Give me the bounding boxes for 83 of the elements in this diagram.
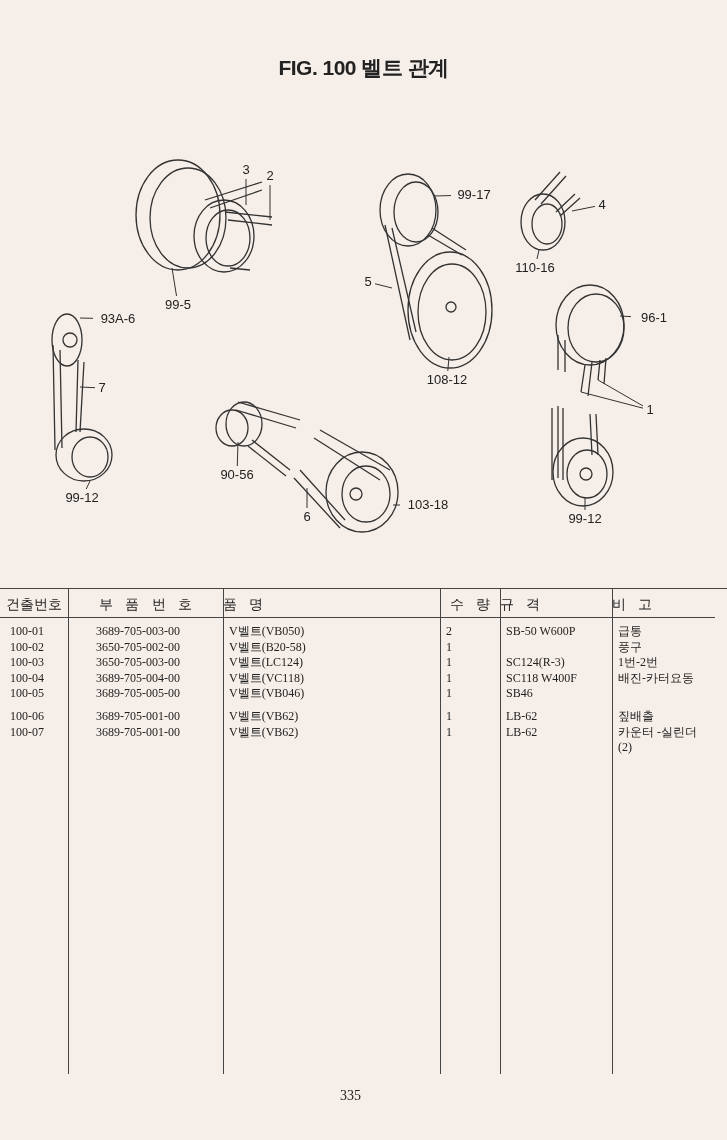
column-header: 규 격	[500, 595, 542, 614]
table-cell: 풍구	[618, 640, 642, 655]
callout-number: 110-16	[512, 260, 558, 276]
table-cell: SB-50 W600P	[506, 624, 576, 639]
leader-line	[306, 487, 308, 509]
leader-line	[536, 249, 540, 260]
table-cell: SC124(R-3)	[506, 655, 565, 670]
callout-number: 103-18	[401, 497, 455, 513]
table-cell: LB-62	[506, 709, 538, 724]
callout-number: 99-5	[158, 297, 198, 313]
table-cell: 100-07	[10, 725, 44, 740]
table-cell: 1	[446, 725, 452, 740]
leader-line	[580, 391, 644, 409]
figure-title: FIG. 100 벨트 관계	[277, 55, 450, 81]
table-cell: 1번-2번	[618, 655, 658, 670]
leader-line	[79, 317, 94, 319]
leader-line	[597, 379, 644, 407]
page-number: 335	[340, 1087, 361, 1105]
callout-number: 7	[96, 380, 108, 396]
callout-number: 2	[264, 168, 276, 184]
table-cell: 1	[446, 640, 452, 655]
table-cell: 1	[446, 671, 452, 686]
leader-line	[269, 184, 271, 221]
callout-number: 5	[362, 274, 374, 290]
leader-line	[171, 267, 178, 297]
leader-line	[447, 356, 450, 372]
table-cell: 100-04	[10, 671, 44, 686]
table-cell: 3689-705-003-00	[96, 624, 180, 639]
callout-number: 90-56	[212, 467, 262, 483]
leader-line	[584, 496, 586, 511]
callout-number: 3	[240, 162, 252, 178]
table-cell: V벨트(VB050)	[229, 624, 305, 639]
callout-number: 108-12	[420, 372, 474, 388]
table-cell: 3689-705-001-00	[96, 725, 180, 740]
callout-number: 4	[596, 197, 608, 213]
table-cell: SC118 W400F	[506, 671, 577, 686]
callout-number: 99-12	[62, 490, 102, 506]
column-header: 수 량	[448, 595, 492, 614]
leader-line	[236, 441, 239, 467]
table-cell: V벨트(VB62)	[229, 709, 299, 724]
leader-line	[374, 283, 393, 289]
table-cell: V벨트(VB046)	[229, 686, 305, 701]
table-cell: 100-03	[10, 655, 44, 670]
table-cell: 1	[446, 686, 452, 701]
table-cell: 3689-705-004-00	[96, 671, 180, 686]
leader-line	[85, 480, 91, 490]
table-cell: 1	[446, 709, 452, 724]
callout-number: 99-12	[563, 511, 607, 527]
callout-number: 93A-6	[94, 311, 142, 327]
table-cell: 1	[446, 655, 452, 670]
leader-line	[619, 315, 632, 318]
leader-line	[245, 178, 247, 206]
leader-line	[571, 205, 596, 212]
table-cell: 짚배출	[618, 709, 654, 724]
table-cell: 3650-705-002-00	[96, 640, 180, 655]
table-cell: LB-62	[506, 725, 538, 740]
column-header: 건출번호	[5, 595, 63, 614]
table-cell: V벨트(VC118)	[229, 671, 304, 686]
callout-number: 99-17	[452, 187, 496, 203]
table-cell: 100-05	[10, 686, 44, 701]
leader-line	[79, 386, 96, 389]
column-header: 품 명	[223, 595, 265, 614]
table-cell: 카운터 -실린더(2)	[618, 725, 698, 755]
table-cell: 100-02	[10, 640, 44, 655]
table-cell: V벨트(B20-58)	[229, 640, 306, 655]
table-cell: 2	[446, 624, 452, 639]
table-cell: V벨트(LC124)	[229, 655, 303, 670]
table-cell: 3689-705-005-00	[96, 686, 180, 701]
table-cell: SB46	[506, 686, 533, 701]
table-cell: 급통	[618, 624, 642, 639]
table-cell: 100-06	[10, 709, 44, 724]
column-header: 비 고	[612, 595, 654, 614]
leader-line	[433, 195, 452, 197]
callout-number: 96-1	[632, 310, 676, 326]
leader-line	[392, 504, 401, 506]
table-cell: 3650-705-003-00	[96, 655, 180, 670]
table-cell: V벨트(VB62)	[229, 725, 299, 740]
table-cell: 배진-카터요동	[618, 671, 694, 686]
column-header: 부 품 번 호	[98, 595, 193, 614]
callout-number: 6	[301, 509, 313, 525]
table-cell: 3689-705-001-00	[96, 709, 180, 724]
callout-number: 1	[644, 402, 656, 418]
table-cell: 100-01	[10, 624, 44, 639]
